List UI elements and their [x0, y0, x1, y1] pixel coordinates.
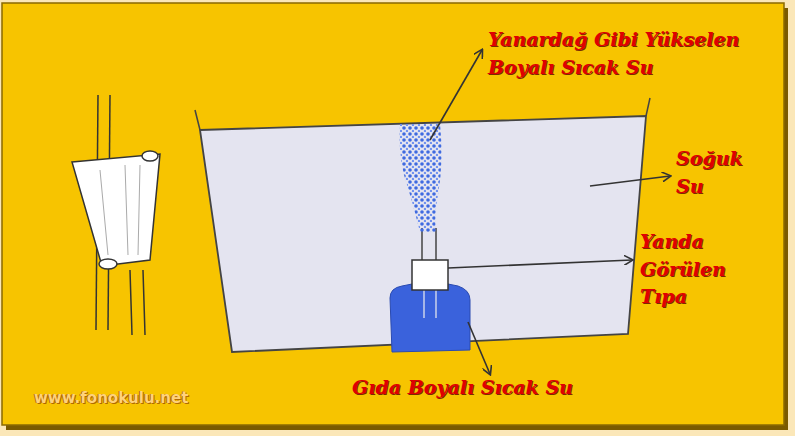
- yellow-panel: [2, 3, 784, 425]
- stopper: [412, 260, 448, 290]
- watermark: www.fonokulu.net: [34, 388, 294, 410]
- stopper-label: Yanda Görülen Tıpa: [640, 228, 750, 311]
- tube: [435, 228, 437, 262]
- tube: [421, 228, 423, 262]
- rising-plume: [400, 124, 442, 232]
- bottle: [390, 284, 470, 352]
- bottle-label: Gıda Boyalı Sıcak Su: [352, 374, 652, 402]
- stopper-sketch: [72, 95, 160, 335]
- water-tank: [200, 116, 646, 352]
- plume-label: Yanardağ Gibi Yükselen Boyalı Sıcak Su: [488, 26, 778, 81]
- water-label: Soğuk Su: [676, 145, 746, 200]
- leader-arrows: [430, 50, 670, 374]
